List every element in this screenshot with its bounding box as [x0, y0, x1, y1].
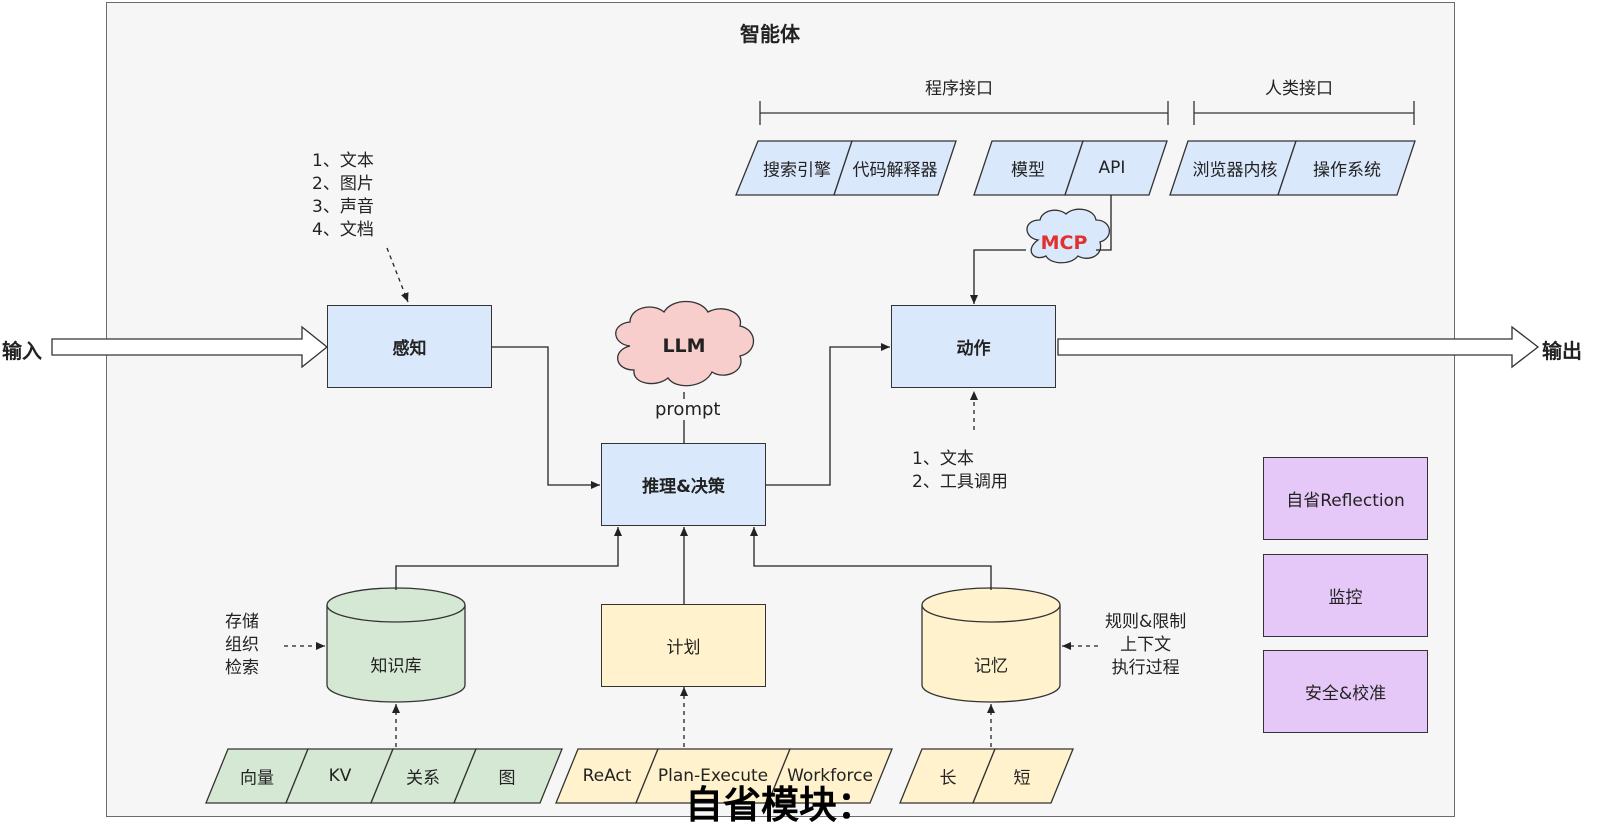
plan-type-label: Plan-Execute [657, 766, 769, 786]
plan-type-label: Workforce [787, 766, 873, 786]
storage-note: 存储 [225, 612, 259, 632]
monitoring-box: 监控 [1263, 554, 1428, 637]
perception-note: 4、文档 [312, 220, 374, 240]
kb-graph [453, 748, 563, 804]
tool-api [1064, 140, 1168, 196]
action-note: 1、文本 [912, 449, 974, 469]
kb-type-label: KV [328, 766, 352, 786]
tool-api-label: API [1098, 158, 1126, 178]
tool-code-interpreter-label: 代码解释器 [852, 160, 938, 181]
conn-perception-reasoning [492, 346, 600, 489]
video-subtitle: 自省模块： [685, 783, 876, 827]
storage-note: 检索 [225, 658, 259, 678]
conn-memory-reasoning [750, 527, 992, 590]
kb-type-label: 向量 [240, 768, 274, 789]
kb-type-label: 图 [498, 768, 516, 789]
memory-note: 执行过程 [1111, 658, 1180, 678]
tool-model-label: 模型 [1011, 160, 1045, 181]
memory-note: 规则&限制 [1105, 612, 1187, 632]
tool-os [1277, 140, 1416, 196]
tool-os-label: 操作系统 [1313, 160, 1381, 181]
reflection-box: 自省Reflection [1263, 457, 1428, 540]
conn-reasoning-action [766, 343, 890, 486]
perception-note: 3、声音 [312, 197, 374, 217]
storage-notes: 存储 组织 检索 [225, 611, 259, 680]
knowledge-base-label: 知识库 [370, 656, 422, 677]
plan-type-label: ReAct [582, 766, 632, 786]
memory-cylinder [921, 587, 1061, 703]
safety-box: 安全&校准 [1263, 650, 1428, 733]
perception-box: 感知 [327, 305, 492, 388]
human-interface-bracket [1193, 101, 1415, 125]
program-interface-label: 程序接口 [925, 79, 993, 99]
input-arrow [51, 325, 329, 369]
memory-note: 上下文 [1120, 635, 1172, 655]
output-arrow [1057, 325, 1540, 369]
output-label: 输出 [1542, 339, 1582, 363]
llm-cloud [615, 300, 755, 387]
conn-kb-reasoning [395, 527, 622, 590]
llm-label: LLM [662, 335, 706, 357]
diagram-shapes [51, 101, 1540, 804]
action-notes: 1、文本 2、工具调用 [912, 448, 1008, 494]
perception-notes: 1、文本 2、图片 3、声音 4、文档 [312, 150, 374, 242]
plan-workforce [767, 748, 893, 804]
input-label: 输入 [2, 339, 42, 363]
mem-short [972, 748, 1074, 804]
reasoning-box: 推理&决策 [601, 443, 766, 526]
kb-type-label: 关系 [406, 768, 440, 789]
prompt-label: prompt [653, 399, 723, 420]
perception-note: 2、图片 [312, 174, 374, 194]
human-interface-label: 人类接口 [1265, 79, 1333, 99]
program-interface-bracket [759, 101, 1169, 125]
mem-type-label: 短 [1013, 768, 1031, 789]
perception-note: 1、文本 [312, 151, 374, 171]
action-note: 2、工具调用 [912, 472, 1008, 492]
tool-code-interpreter [833, 140, 957, 196]
memory-notes: 规则&限制 上下文 执行过程 [1105, 611, 1186, 680]
knowledge-base-cylinder [326, 587, 466, 703]
diagram-title: 智能体 [740, 22, 800, 46]
conn-mcp-action [970, 249, 1026, 304]
tool-search-engine-label: 搜索引擎 [763, 160, 831, 181]
mem-type-label: 长 [939, 768, 957, 789]
plan-box: 计划 [601, 604, 766, 687]
tool-browser-kernel-label: 浏览器内核 [1192, 160, 1278, 181]
storage-note: 组织 [225, 635, 259, 655]
conn-notes-perception [386, 247, 409, 303]
memory-label: 记忆 [974, 656, 1008, 677]
mcp-label: MCP [1040, 232, 1088, 254]
action-box: 动作 [891, 305, 1056, 388]
conn-api-mcp [1096, 195, 1112, 251]
mcp-cloud [1026, 208, 1110, 264]
